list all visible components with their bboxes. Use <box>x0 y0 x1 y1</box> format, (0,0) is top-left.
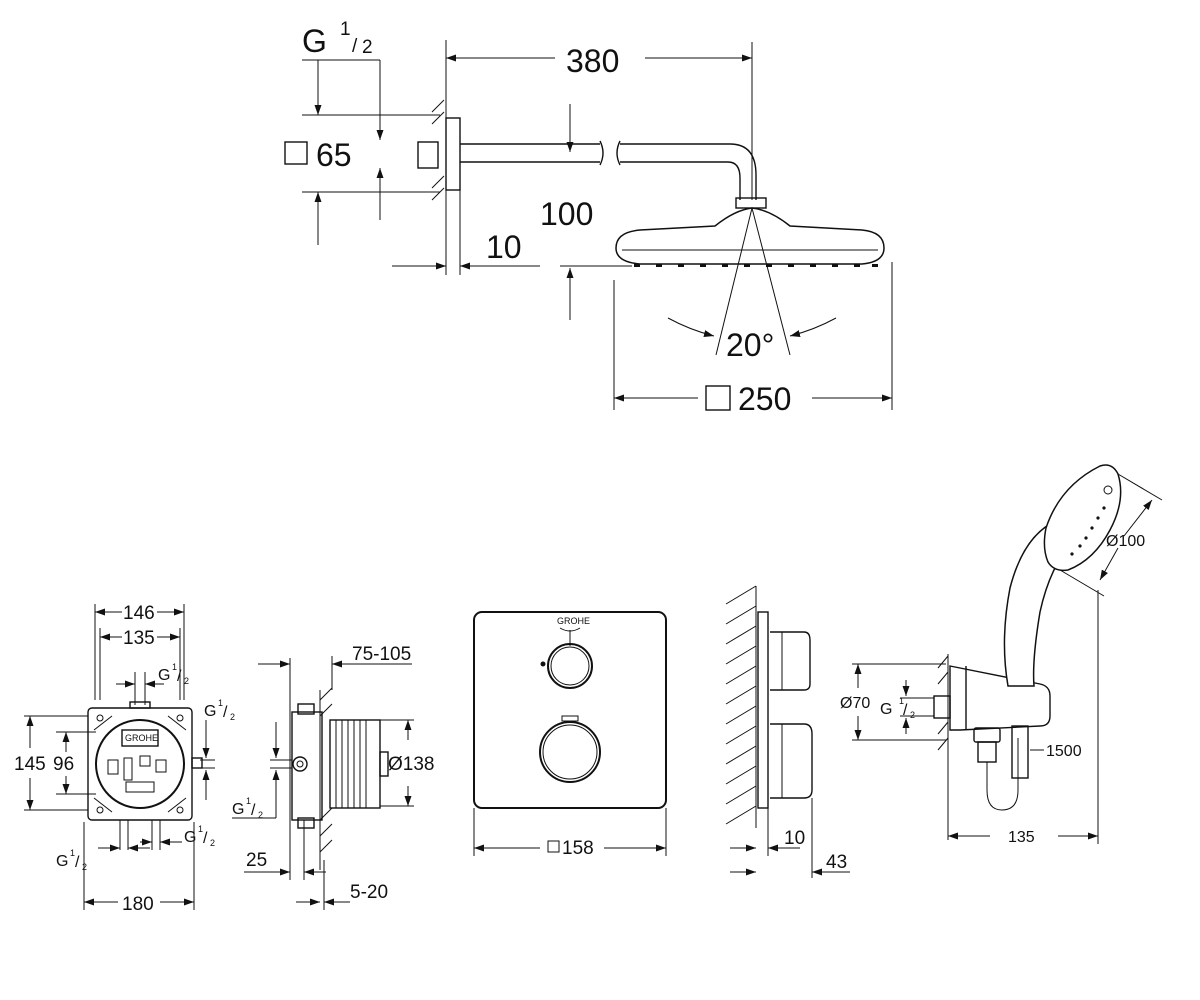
wall-connector <box>417 141 439 169</box>
side-offset-label: 25 <box>246 850 267 871</box>
side-connector <box>292 756 308 772</box>
spray-angle-label: 20° <box>726 327 774 363</box>
spray-line-right <box>751 207 791 356</box>
box-width-inner-label: 135 <box>123 628 155 649</box>
thermostat-knob <box>539 721 601 783</box>
hand-head-diameter-label: Ø100 <box>1106 533 1145 550</box>
box-thread-top-num: 1 <box>172 662 177 672</box>
side-thread-den: 2 <box>258 810 263 820</box>
side-diameter-label: Ø138 <box>388 754 434 775</box>
angle-arc-right <box>789 317 837 337</box>
trim-brand: GROHE <box>557 616 590 626</box>
box-internals <box>93 714 187 814</box>
hand-rose-diameter-label: Ø70 <box>840 695 870 712</box>
head-nozzles <box>634 264 878 267</box>
shower-arm-bottom <box>460 161 741 200</box>
shower-holder <box>949 665 1051 731</box>
box-base-width-label: 180 <box>122 894 154 915</box>
valve-side-drawing: 10 43 <box>725 585 850 878</box>
valve-plate <box>757 611 769 809</box>
drop-label: 100 <box>540 196 593 232</box>
side-thread-slash: / <box>251 802 256 819</box>
side-mount-plate <box>291 711 323 821</box>
valve-dim-b-label: 43 <box>826 852 847 873</box>
box-thread-bottom-left-label: G <box>56 853 68 870</box>
trim-plate <box>473 611 667 809</box>
hand-thread-den: 2 <box>910 710 915 720</box>
head-thread-label: G <box>302 23 327 59</box>
box-thread-bl-num: 1 <box>70 848 75 858</box>
trim-size-label: 158 <box>562 838 594 859</box>
hand-thread-label: G <box>880 701 892 718</box>
box-thread-bl-den: 2 <box>82 862 87 872</box>
thermostat-mark <box>561 715 579 722</box>
trim-square-symbol <box>547 840 560 853</box>
valve-lower-knob <box>770 723 813 799</box>
box-thread-top-label: G <box>158 667 170 684</box>
head-thread-den: 2 <box>362 37 373 58</box>
head-thread-num: 1 <box>340 19 351 40</box>
box-thread-right-label: G <box>204 703 216 720</box>
box-thread-right-slash: / <box>223 704 228 721</box>
shower-arm-top <box>460 143 757 200</box>
side-housing-ribs <box>335 720 367 808</box>
box-side-outlet <box>191 757 203 769</box>
box-top-outlet <box>129 701 151 709</box>
box-height-inner-label: 96 <box>53 754 74 775</box>
side-thread-num: 1 <box>246 796 251 806</box>
angle-arc-left <box>667 317 715 337</box>
indicator-dot <box>540 661 546 667</box>
box-thread-bottom-right-label: G <box>184 829 196 846</box>
box-height-outer-label: 145 <box>14 754 46 775</box>
valve-upper-knob <box>770 631 811 691</box>
hand-wall-hatch <box>937 655 949 751</box>
spray-line-left <box>715 207 753 356</box>
box-width-outer-label: 146 <box>123 603 155 624</box>
box-thread-top-den: 2 <box>184 676 189 686</box>
box-side-view-drawing: 75-105 Ø138 G 1 / <box>232 644 434 910</box>
side-thread-label: G <box>232 801 244 818</box>
hose-nut <box>977 741 997 763</box>
box-thread-top-slash: / <box>177 668 182 685</box>
head-thread-slash: / <box>352 36 358 57</box>
valve-dim-a-label: 10 <box>784 828 805 849</box>
arm-break <box>599 140 621 166</box>
valve-wall-hatch <box>725 585 757 825</box>
box-logo-plate <box>121 729 159 747</box>
installation-box-drawing: 146 135 G 1 / 2 GROHE <box>14 603 235 915</box>
wall-flange <box>445 117 461 191</box>
box-thread-br-den: 2 <box>210 838 215 848</box>
hand-shower-nozzles <box>1070 506 1106 556</box>
rose-size-label: 65 <box>316 137 352 173</box>
wall-gap-label: 10 <box>486 229 522 265</box>
trim-plate-drawing: GROHE 158 <box>473 611 667 859</box>
hand-projection-label: 135 <box>1008 829 1035 846</box>
box-thread-right-den: 2 <box>230 712 235 722</box>
side-plaster-label: 5-20 <box>350 882 388 903</box>
hand-thread-slash: / <box>903 702 908 719</box>
hose-connector <box>973 727 1001 743</box>
flow-control-knob <box>547 643 593 689</box>
handle-end <box>1011 725 1029 779</box>
box-thread-br-num: 1 <box>198 824 203 834</box>
box-circle <box>95 719 185 809</box>
box-thread-right-num: 1 <box>218 698 223 708</box>
hose-length-label: 1500 <box>1046 743 1082 760</box>
box-brand: GROHE <box>125 733 158 743</box>
arm-length-label: 380 <box>566 43 619 79</box>
box-thread-bl-slash: / <box>75 854 80 871</box>
hose <box>986 738 1019 811</box>
hand-shower-drawing: Ø100 Ø70 G 1 / 2 1500 135 <box>840 464 1163 846</box>
head-square-symbol <box>705 385 731 411</box>
side-cartridge-housing <box>329 719 381 809</box>
hand-thread-num: 1 <box>899 696 904 706</box>
side-depth-label: 75-105 <box>352 644 411 665</box>
hand-shower-head <box>1043 464 1122 572</box>
square-symbol <box>284 141 308 165</box>
box-thread-br-slash: / <box>203 830 208 847</box>
head-size-label: 250 <box>738 381 791 417</box>
head-shower-drawing: G 1 / 2 65 380 <box>284 19 893 417</box>
